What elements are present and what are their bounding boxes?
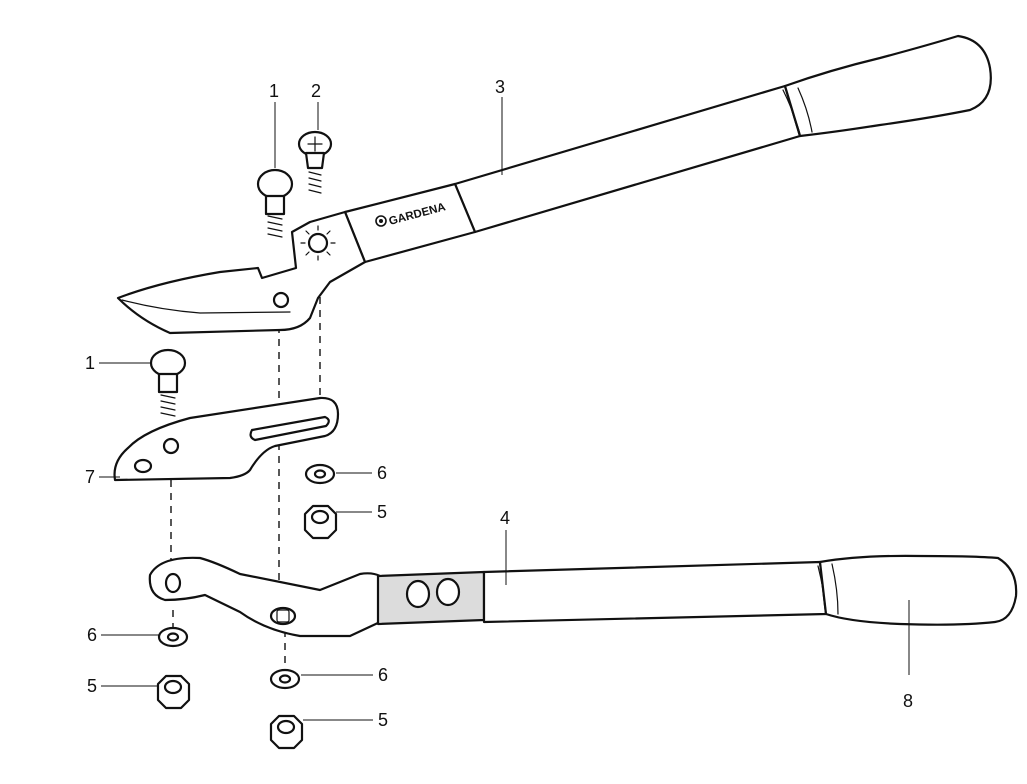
bolt-lower: [149, 348, 187, 417]
callout-6-left: 6: [87, 625, 97, 645]
callout-3: 3: [495, 77, 505, 97]
callout-5-mid: 5: [377, 502, 387, 522]
link-plate: [113, 396, 340, 482]
lower-handle: [148, 554, 1018, 638]
callout-5-left: 5: [87, 676, 97, 696]
gardena-logo: [375, 215, 387, 227]
callout-5-right: 5: [378, 710, 388, 730]
callout-4: 4: [500, 508, 510, 528]
callout-1-upper: 1: [269, 81, 279, 101]
pivot-marker: [300, 225, 336, 261]
callout-labels: 1 2 3 1 7 6 5 4 6 5 6 5 8: [85, 77, 913, 730]
nut-right: [269, 714, 304, 750]
leader-lines: [99, 97, 910, 721]
callout-6-mid: 6: [377, 463, 387, 483]
nut-mid: [303, 504, 338, 540]
callout-8: 8: [903, 691, 913, 711]
washer-right: [269, 668, 301, 690]
washer-left: [157, 626, 189, 648]
upper-blade: [116, 210, 367, 335]
callout-2: 2: [311, 81, 321, 101]
screw: [297, 130, 333, 194]
callout-1-lower: 1: [85, 353, 95, 373]
washer-mid: [304, 463, 336, 485]
bolt-upper: [256, 168, 294, 238]
callout-7: 7: [85, 467, 95, 487]
nut-left: [156, 674, 191, 710]
callout-6-right: 6: [378, 665, 388, 685]
upper-handle: GARDENA: [343, 34, 992, 264]
